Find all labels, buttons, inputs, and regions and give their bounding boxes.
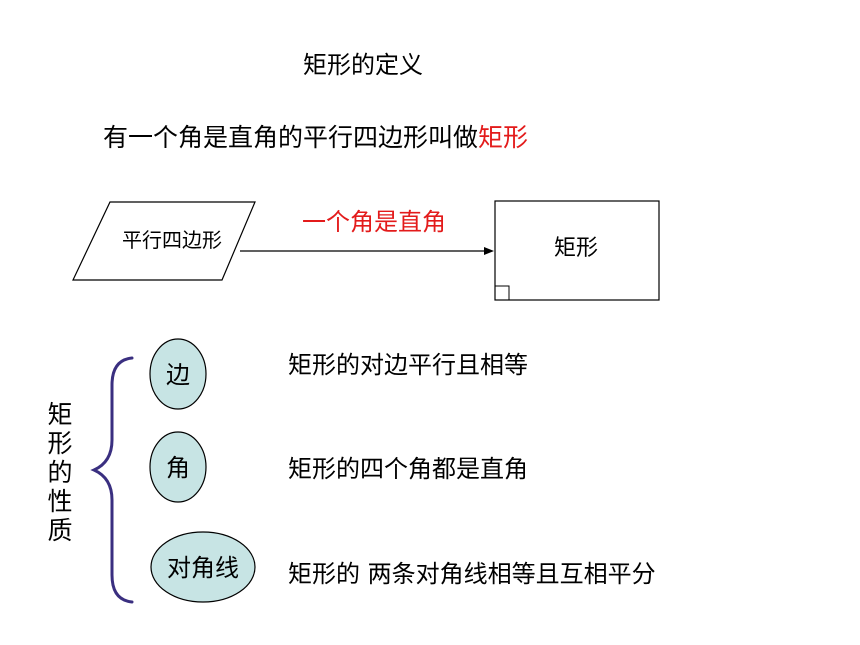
rectangle-label: 矩形 [554, 236, 598, 261]
bubble-side [149, 338, 207, 410]
group-label-char: 形 [47, 429, 73, 458]
group-label-char: 性 [47, 487, 73, 516]
bubble-diagonal [150, 531, 256, 603]
page-title: 矩形的定义 [303, 51, 423, 79]
definition-text: 有一个角是直角的平行四边形叫做矩形 [103, 122, 528, 154]
group-label-char: 矩 [47, 400, 73, 429]
bubble-angle-label: 角 [166, 454, 190, 482]
definition-prefix: 有一个角是直角的平行四边形叫做 [103, 123, 479, 152]
flow-condition-label: 一个角是直角 [302, 208, 446, 236]
bubble-diagonal-label: 对角线 [167, 554, 239, 582]
parallelogram-label: 平行四边形 [122, 228, 222, 252]
flow-arrow-head [484, 247, 494, 255]
property-diagonal-text: 矩形的 两条对角线相等且互相平分 [288, 560, 656, 588]
parallelogram-shape [72, 201, 256, 281]
group-label-char: 质 [47, 516, 73, 545]
curly-brace [90, 356, 134, 604]
definition-highlight: 矩形 [478, 123, 529, 152]
properties-group-label: 矩 形 的 性 质 [40, 400, 80, 545]
property-angle-text: 矩形的四个角都是直角 [288, 455, 528, 483]
rectangle-shape [494, 200, 660, 301]
right-angle-marker [494, 285, 510, 301]
bubble-angle [149, 431, 207, 503]
group-label-char: 的 [47, 458, 73, 487]
property-side-text: 矩形的对边平行且相等 [288, 351, 528, 379]
bubble-side-label: 边 [166, 361, 190, 389]
